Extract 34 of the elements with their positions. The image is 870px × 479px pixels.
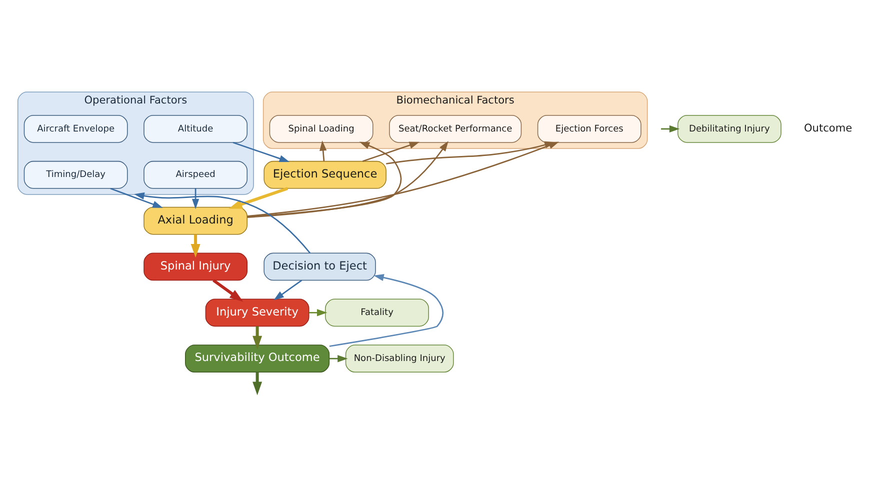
node-box: Fatality xyxy=(325,298,429,326)
arrow xyxy=(192,188,200,209)
arrow xyxy=(228,186,288,208)
node-box: Survivability Outcome xyxy=(185,344,330,372)
arrow xyxy=(329,274,444,346)
node-box: Decision to Eject xyxy=(264,252,376,280)
node-box: Axial Loading xyxy=(144,206,248,234)
arrow xyxy=(252,326,262,349)
arrow xyxy=(308,308,328,316)
arrow xyxy=(320,140,327,161)
node-box: Ejection Sequence xyxy=(264,160,386,188)
node-box: Spinal Loading xyxy=(269,114,374,142)
arrow xyxy=(134,192,311,254)
arrow xyxy=(274,279,302,300)
node-box: Spinal Injury xyxy=(144,252,248,280)
arrow xyxy=(252,372,262,395)
label: Outcome xyxy=(804,122,852,134)
node-box: Ejection Forces xyxy=(537,114,642,142)
node-box: Seat/Rocket Performance xyxy=(389,114,522,142)
node-box: Debilitating Injury xyxy=(677,114,782,142)
arrow xyxy=(247,140,448,218)
arrow xyxy=(110,187,163,208)
node-box: Non-Disabling Injury xyxy=(345,344,454,372)
arrow xyxy=(232,141,290,162)
arrow xyxy=(190,234,200,258)
node-box: Airspeed xyxy=(144,160,248,188)
arrow xyxy=(362,141,420,162)
arrow xyxy=(212,278,244,302)
node-box: Injury Severity xyxy=(205,298,310,326)
node-box: Timing/Delay xyxy=(24,160,128,188)
node-box: Altitude xyxy=(144,114,248,142)
arrow xyxy=(329,354,348,362)
node-box: Aircraft Envelope xyxy=(24,114,128,142)
arrow xyxy=(247,141,402,218)
